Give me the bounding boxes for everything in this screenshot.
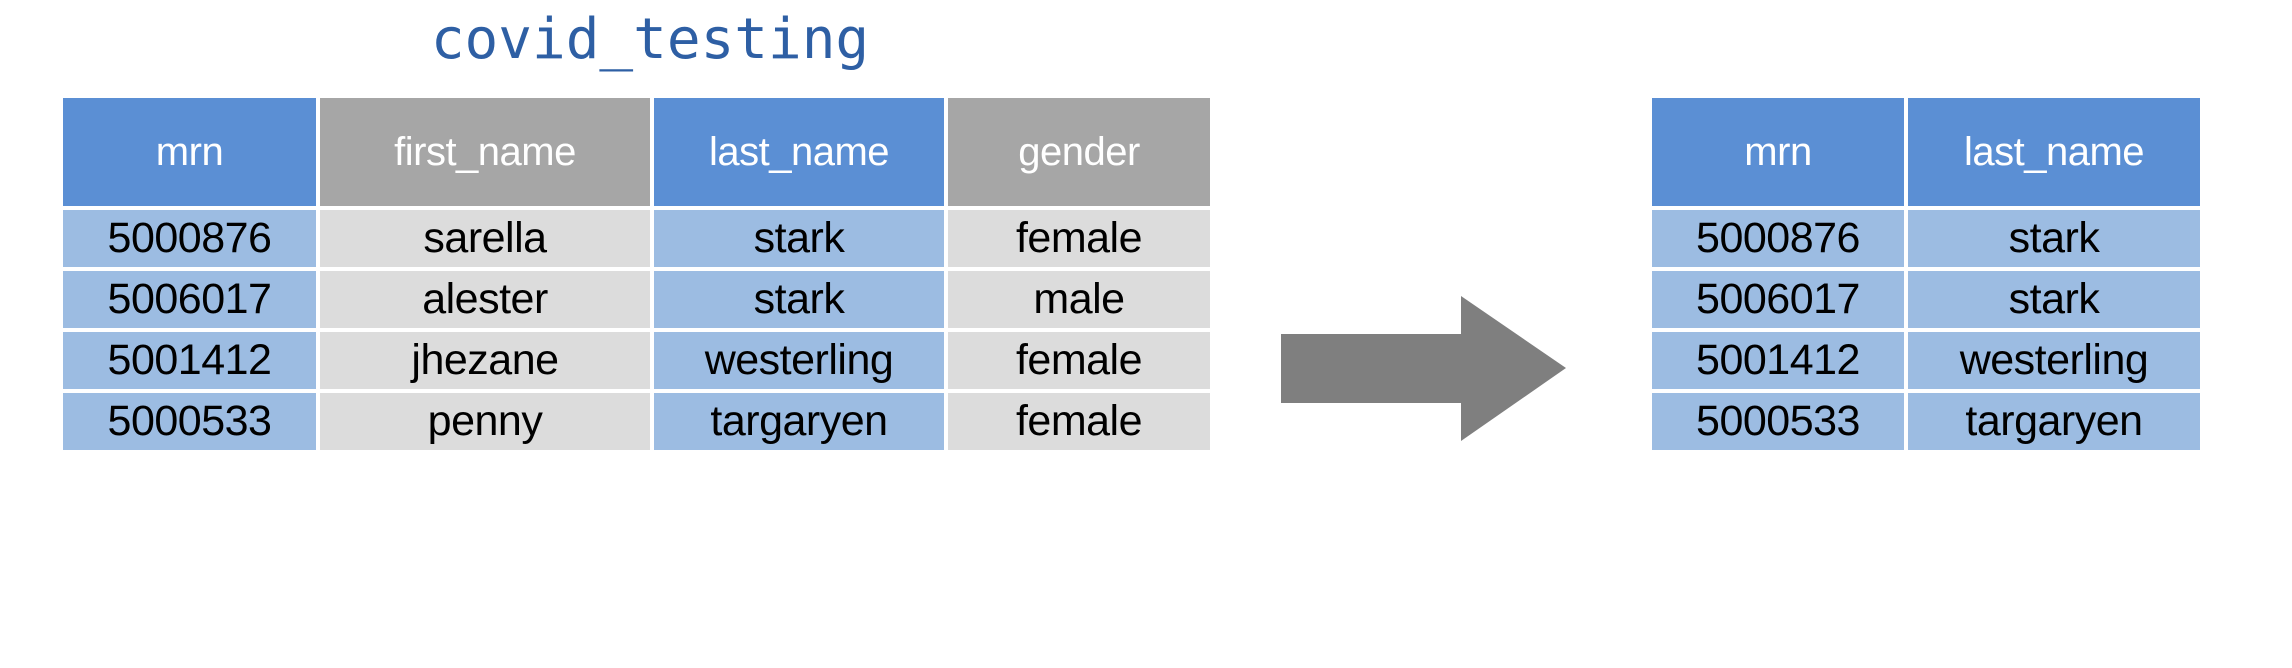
column-header-last-name[interactable]: last_name xyxy=(654,98,944,206)
cell-last-name: westerling xyxy=(654,332,944,389)
cell-last-name: stark xyxy=(1908,271,2200,328)
cell-last-name: targaryen xyxy=(654,393,944,450)
cell-mrn: 5000533 xyxy=(63,393,316,450)
column-header-gender[interactable]: gender xyxy=(948,98,1210,206)
cell-last-name: stark xyxy=(1908,210,2200,267)
cell-mrn: 5000876 xyxy=(63,210,316,267)
source-table: mrn first_name last_name gender 5000876 … xyxy=(59,94,1214,454)
table-row: 5001412 jhezane westerling female xyxy=(63,332,1210,389)
cell-mrn: 5001412 xyxy=(1652,332,1904,389)
cell-mrn: 5006017 xyxy=(1652,271,1904,328)
table-header-row: mrn first_name last_name gender xyxy=(63,98,1210,206)
table-row: 5006017 alester stark male xyxy=(63,271,1210,328)
cell-mrn: 5000533 xyxy=(1652,393,1904,450)
cell-last-name: targaryen xyxy=(1908,393,2200,450)
table-row: 5000876 sarella stark female xyxy=(63,210,1210,267)
column-header-mrn[interactable]: mrn xyxy=(63,98,316,206)
cell-mrn: 5006017 xyxy=(63,271,316,328)
cell-last-name: stark xyxy=(654,210,944,267)
table-row: 5000876 stark xyxy=(1652,210,2200,267)
table-row: 5006017 stark xyxy=(1652,271,2200,328)
cell-first-name: penny xyxy=(320,393,650,450)
cell-first-name: sarella xyxy=(320,210,650,267)
cell-gender: female xyxy=(948,393,1210,450)
cell-last-name: stark xyxy=(654,271,944,328)
column-header-last-name[interactable]: last_name xyxy=(1908,98,2200,206)
table-row: 5000533 targaryen xyxy=(1652,393,2200,450)
cell-mrn: 5001412 xyxy=(63,332,316,389)
right-arrow-icon xyxy=(1281,296,1566,441)
cell-first-name: alester xyxy=(320,271,650,328)
table-header-row: mrn last_name xyxy=(1652,98,2200,206)
column-header-mrn[interactable]: mrn xyxy=(1652,98,1904,206)
cell-last-name: westerling xyxy=(1908,332,2200,389)
cell-gender: male xyxy=(948,271,1210,328)
table-row: 5001412 westerling xyxy=(1652,332,2200,389)
column-header-first-name[interactable]: first_name xyxy=(320,98,650,206)
cell-gender: female xyxy=(948,332,1210,389)
result-table: mrn last_name 5000876 stark 5006017 star… xyxy=(1648,94,2204,454)
page-title: covid_testing xyxy=(430,7,870,72)
cell-first-name: jhezane xyxy=(320,332,650,389)
cell-mrn: 5000876 xyxy=(1652,210,1904,267)
table-row: 5000533 penny targaryen female xyxy=(63,393,1210,450)
cell-gender: female xyxy=(948,210,1210,267)
